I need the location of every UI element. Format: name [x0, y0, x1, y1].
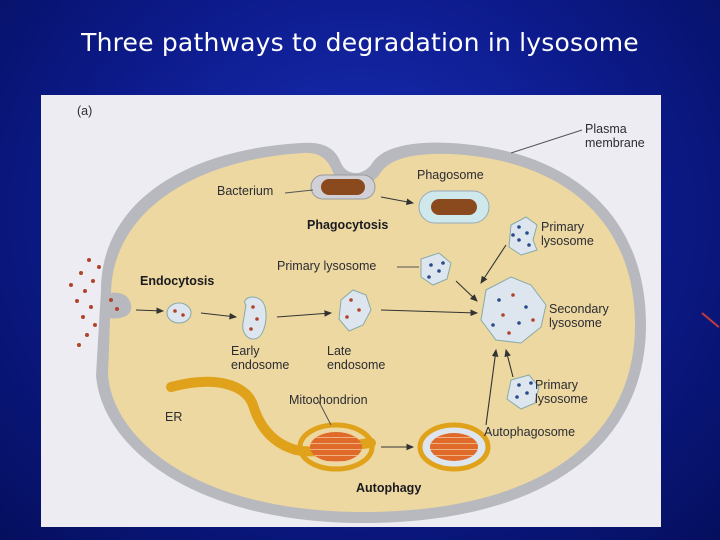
pathways-figure: (a) Plasma membrane Phagosome Bacterium …	[41, 95, 661, 527]
label-plasma-membrane-1: Plasma	[585, 122, 627, 136]
leader-lines	[284, 129, 583, 426]
primary-lysosome-middle-dots	[427, 261, 445, 279]
label-primary-lysosome-middle: Primary lysosome	[277, 259, 376, 273]
decorative-red-line	[701, 312, 720, 328]
extracellular-particles	[69, 258, 119, 347]
label-phagocytosis: Phagocytosis	[307, 218, 388, 232]
mitochondrion-engulfing	[297, 422, 375, 472]
early-endosome	[242, 296, 267, 340]
label-bacterium: Bacterium	[217, 184, 273, 198]
label-autophagosome: Autophagosome	[484, 425, 575, 439]
secondary-lysosome-dots	[491, 293, 535, 335]
phagosome-bacterium	[431, 199, 477, 215]
cytoplasm	[108, 152, 635, 513]
label-primary-lysosome-top-1: Primary	[541, 220, 585, 234]
cell-diagram: (a) Plasma membrane Phagosome Bacterium …	[69, 104, 646, 524]
bacterium	[321, 179, 365, 195]
slide-title: Three pathways to degradation in lysosom…	[81, 28, 639, 57]
label-autophagy: Autophagy	[356, 481, 421, 495]
primary-lysosome-bottom-dots	[515, 381, 533, 399]
label-er: ER	[165, 410, 182, 424]
label-mitochondrion: Mitochondrion	[289, 393, 368, 407]
label-primary-lysosome-bottom-2: lysosome	[535, 392, 588, 406]
label-primary-lysosome-bottom-1: Primary	[535, 378, 579, 392]
primary-lysosome-top-dots	[511, 225, 531, 247]
pathway-arrows	[135, 196, 514, 451]
secondary-lysosome	[480, 276, 547, 344]
label-endocytosis: Endocytosis	[140, 274, 214, 288]
label-late-endosome-1: Late	[327, 344, 351, 358]
early-endosome-small	[166, 302, 192, 324]
label-plasma-membrane-2: membrane	[585, 136, 645, 150]
late-endosome	[338, 289, 372, 332]
label-secondary-lysosome-2: lysosome	[549, 316, 602, 330]
label-primary-lysosome-top-2: lysosome	[541, 234, 594, 248]
label-secondary-lysosome-1: Secondary	[549, 302, 610, 316]
label-early-endosome-1: Early	[231, 344, 260, 358]
label-late-endosome-2: endosome	[327, 358, 385, 372]
panel-label: (a)	[77, 104, 92, 118]
label-phagosome: Phagosome	[417, 168, 484, 182]
label-early-endosome-2: endosome	[231, 358, 289, 372]
